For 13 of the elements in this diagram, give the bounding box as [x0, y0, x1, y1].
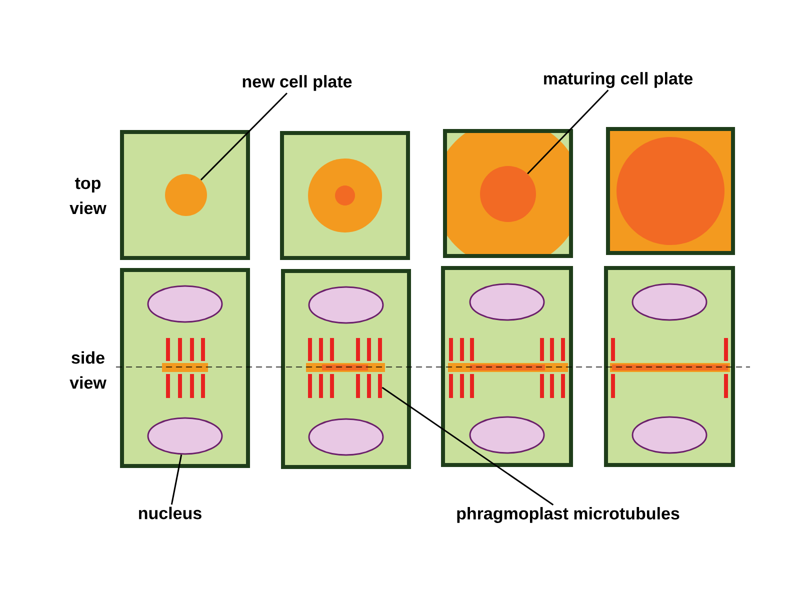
- cell-plate-disc: [480, 166, 536, 222]
- leader-line: [382, 386, 554, 506]
- nucleus-ellipse: [147, 417, 223, 455]
- callout-label: nucleus: [139, 506, 202, 520]
- callout-label: new cell plate: [242, 75, 352, 91]
- leader-line: [527, 90, 609, 174]
- view-label: side view: [70, 351, 106, 389]
- cell-plate-disc: [165, 174, 207, 216]
- microtubule-bar: [378, 374, 382, 398]
- callout-label: phragmoplast microtubules: [457, 507, 680, 523]
- view-label: top view: [70, 178, 106, 214]
- leader-line: [200, 92, 288, 180]
- callout-label: maturing cell plate: [544, 72, 693, 88]
